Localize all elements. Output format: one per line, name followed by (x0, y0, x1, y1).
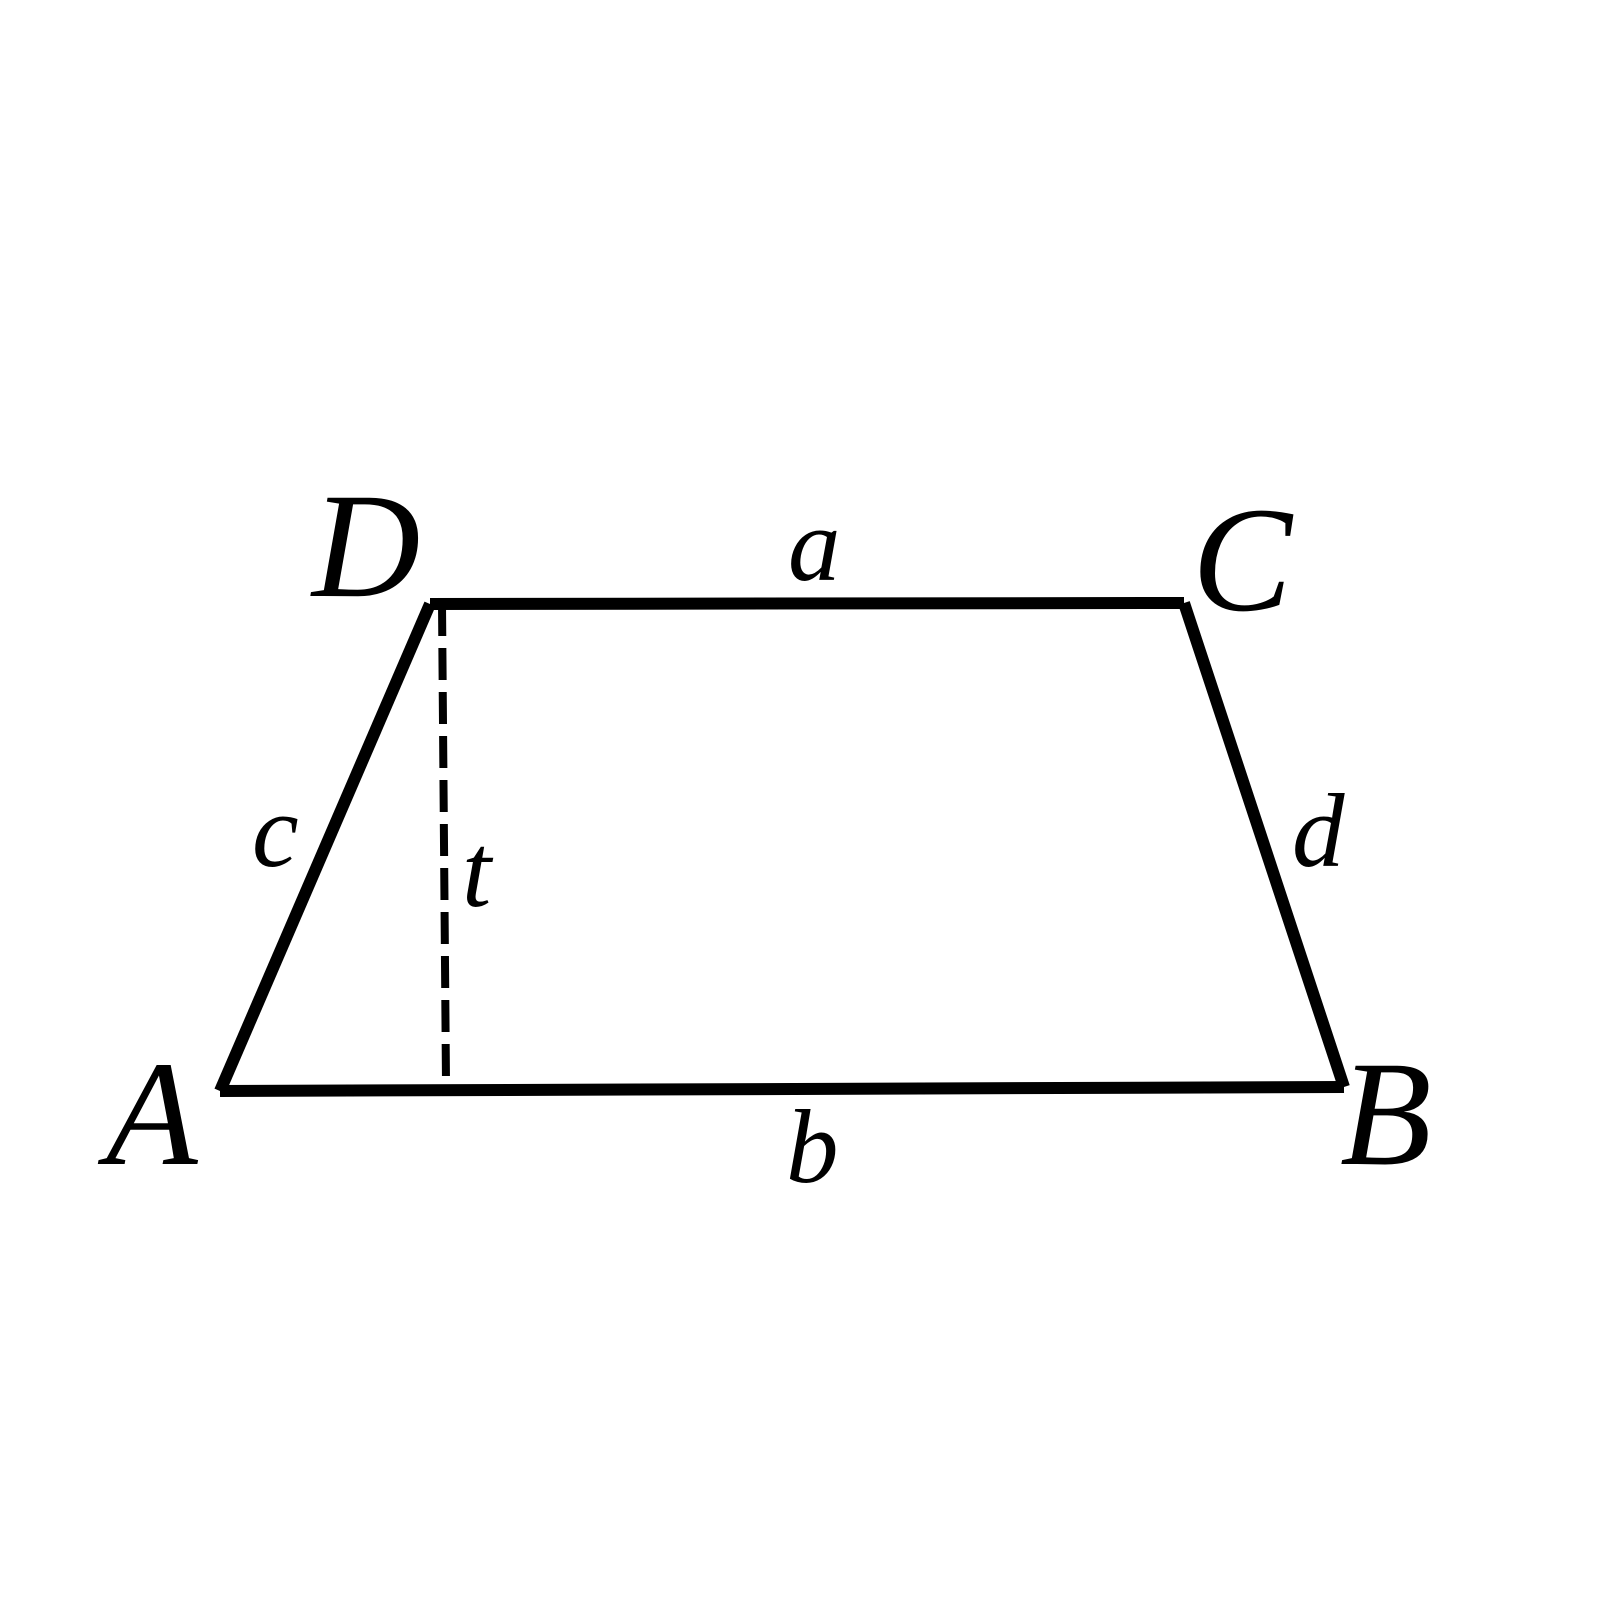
side-label-a: a (788, 486, 841, 603)
vertex-label-d: D (310, 463, 420, 629)
height-dashed-line (438, 603, 450, 1084)
vertex-label-b: B (1340, 1031, 1432, 1197)
side-label-d: d (1292, 772, 1345, 889)
vertex-label-c: C (1192, 477, 1294, 643)
height-label-t: t (462, 812, 494, 929)
side-ba (219, 1081, 1345, 1097)
side-label-c: c (252, 772, 299, 889)
side-cb (1178, 601, 1350, 1089)
vertex-label-a: A (97, 1031, 199, 1197)
side-label-b: b (786, 1088, 839, 1205)
trapezoid-outline (214, 597, 1350, 1097)
side-dc (429, 597, 1185, 610)
side-ad (214, 601, 436, 1094)
